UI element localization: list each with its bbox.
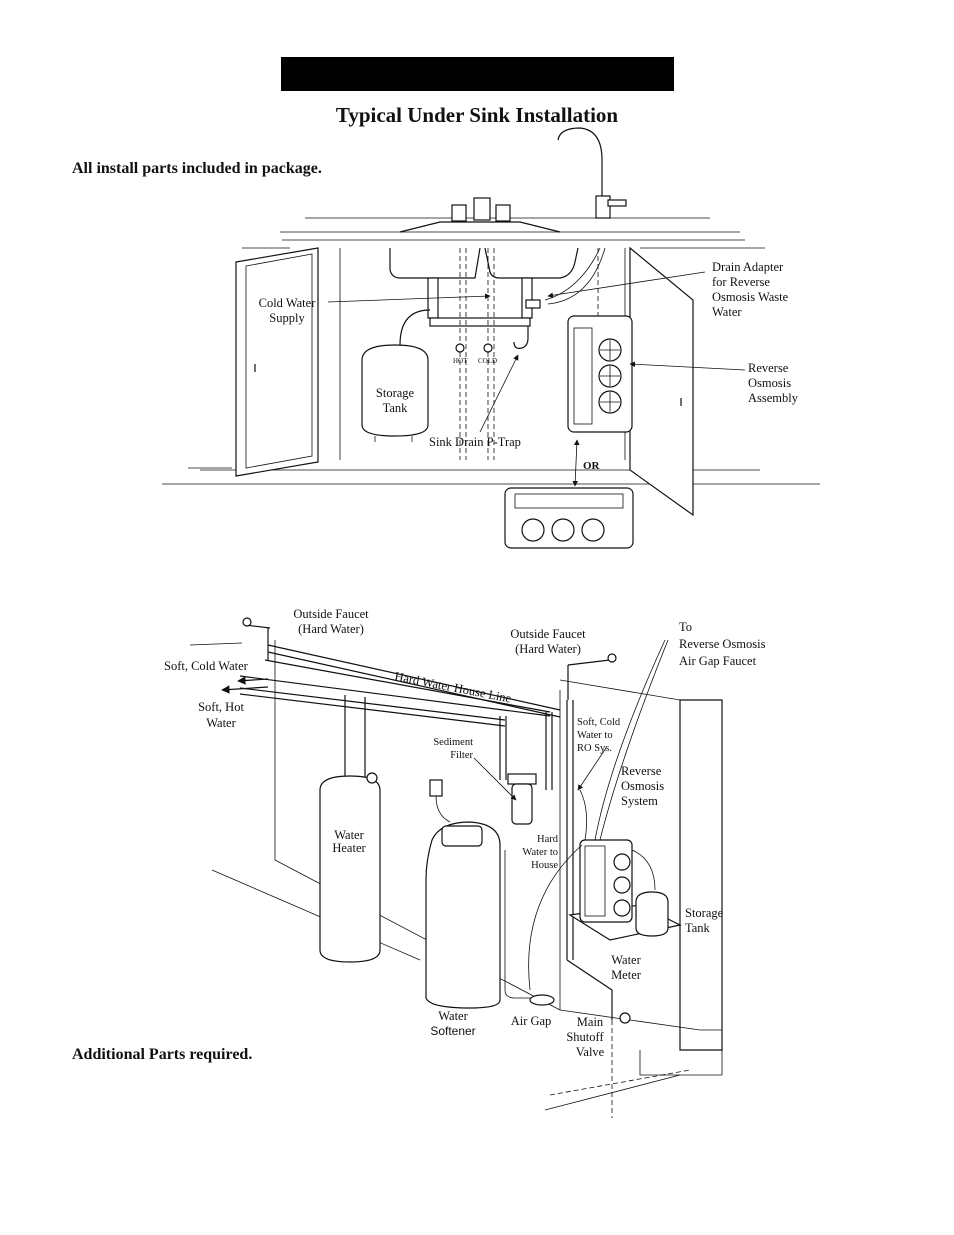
soft-hot-water-label-2: Water [206,716,236,730]
outside-faucet-1-label-2: (Hard Water) [298,622,364,636]
outside-faucet-2-label: Outside Faucet [510,627,586,641]
main-shutoff-label-2: Shutoff [566,1030,604,1044]
sediment-filter [507,773,537,825]
outside-faucet-1-label: Outside Faucet [293,607,369,621]
sink-faucet [399,197,561,233]
hard-water-house-label: Hard [537,834,559,845]
main-shutoff-label-3: Valve [576,1045,605,1059]
hot-valve-label: HOT [453,357,468,365]
water-meter-label-2: Meter [611,968,642,982]
additional-parts-note: Additional Parts required. [72,1046,253,1063]
sediment-filter-label: Sediment [433,737,473,748]
hard-water-house-label-3: House [531,860,558,871]
storage-tank-label: Storage [376,386,415,400]
drain-adapter-label-3: Osmosis Waste [712,290,789,304]
drain-adapter-label: Drain Adapter [712,260,784,274]
ro-system-label-2: Osmosis [621,779,664,793]
storage-tank-top [361,344,429,442]
or-label: OR [583,460,601,472]
soft-cold-ro-label-2: Water to [577,730,613,741]
ro-system-label-3: System [621,794,658,808]
cold-valve-label: COLD [478,357,497,365]
header-bar [281,57,674,91]
air-gap-label: Air Gap [511,1014,552,1028]
ro-system [528,639,682,991]
water-heater-label: Water [334,828,364,842]
water-meter-label: Water [611,953,641,967]
water-heater-label-2: Heater [332,841,366,855]
under-sink-diagram: HOT COLD [162,127,820,549]
water-softener [425,779,501,1009]
included-parts-note: All install parts included in package. [72,160,322,177]
ro-assembly-label-2: Osmosis [748,376,791,390]
ro-assembly-vertical [567,315,633,433]
soft-hot-water-label: Soft, Hot [198,700,244,714]
ro-assembly-horizontal [504,487,634,549]
drain-adapter-label-4: Water [712,305,742,319]
ro-faucet [557,127,627,219]
water-heater [319,695,381,963]
water-softener-label: Water [438,1009,468,1023]
outside-faucet-right [567,653,617,700]
outside-faucet-left [242,617,271,660]
soft-cold-ro-label: Soft, Cold [577,717,621,728]
cold-water-supply-label: Cold Water [259,296,317,310]
outside-faucet-2-label-2: (Hard Water) [515,642,581,656]
to-ro-faucet-label-3: Air Gap Faucet [679,654,757,668]
storage-tank-label-2: Tank [383,401,409,415]
to-ro-faucet-label: To [679,620,692,634]
whole-house-diagram: Outside Faucet (Hard Water) Outside Fauc… [164,607,766,1118]
soft-cold-ro-label-3: RO Sys. [577,743,612,754]
soft-cold-water-label: Soft, Cold Water [164,659,249,673]
storage-tank-bottom-label-2: Tank [685,921,711,935]
drain-adapter-label-2: for Reverse [712,275,770,289]
water-softener-label-2: Softener [430,1024,475,1038]
ro-assembly-label: Reverse [748,361,789,375]
main-shutoff-label: Main [577,1015,604,1029]
ro-assembly-label-3: Assembly [748,391,799,405]
to-ro-faucet-label-2: Reverse Osmosis [679,637,766,651]
ro-system-label: Reverse [621,764,662,778]
cold-water-supply-label-2: Supply [269,311,305,325]
hard-water-house-label-2: Water to [522,847,558,858]
hard-water-line-label: Hard Water House Line [393,669,512,705]
storage-tank-bottom-label: Storage [685,906,724,920]
sediment-filter-label-2: Filter [450,750,473,761]
page-title: Typical Under Sink Installation [335,103,619,127]
p-trap-label: Sink Drain P-Trap [429,435,521,449]
